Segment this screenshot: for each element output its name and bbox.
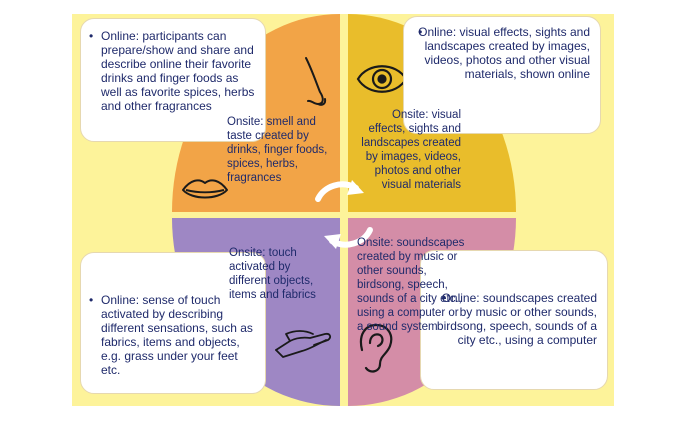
touch-online-text: Online: sense of touch activated by desc…: [89, 293, 257, 377]
smell-taste-online-text: Online: participants can prepare/show an…: [89, 29, 257, 113]
nose-icon: [305, 57, 327, 106]
smell-taste-onsite-text: Onsite: smell and taste created by drink…: [227, 116, 328, 184]
vision-onsite-text: Onsite: visual effects, sights and lands…: [361, 109, 461, 191]
touch-onsite-text: Onsite: touch activated by different obj…: [229, 247, 316, 301]
cycle-arrows-icon: [315, 180, 373, 249]
sound-onsite-text: Onsite: soundscapes created by music or …: [357, 237, 465, 333]
vision-online-callout: Online: visual effects, sights and lands…: [403, 16, 601, 134]
sound-online-text: Online: soundscapes created by music or …: [429, 291, 597, 347]
vision-online-text: Online: visual effects, sights and lands…: [412, 25, 590, 81]
touch-online-callout: Online: sense of touch activated by desc…: [80, 252, 266, 394]
ear-icon: [359, 323, 393, 373]
lips-icon: [182, 179, 228, 199]
smell-taste-online-callout: Online: participants can prepare/show an…: [80, 18, 266, 142]
hand-icon: [275, 330, 332, 358]
sound-online-callout: Online: soundscapes created by music or …: [420, 250, 608, 390]
